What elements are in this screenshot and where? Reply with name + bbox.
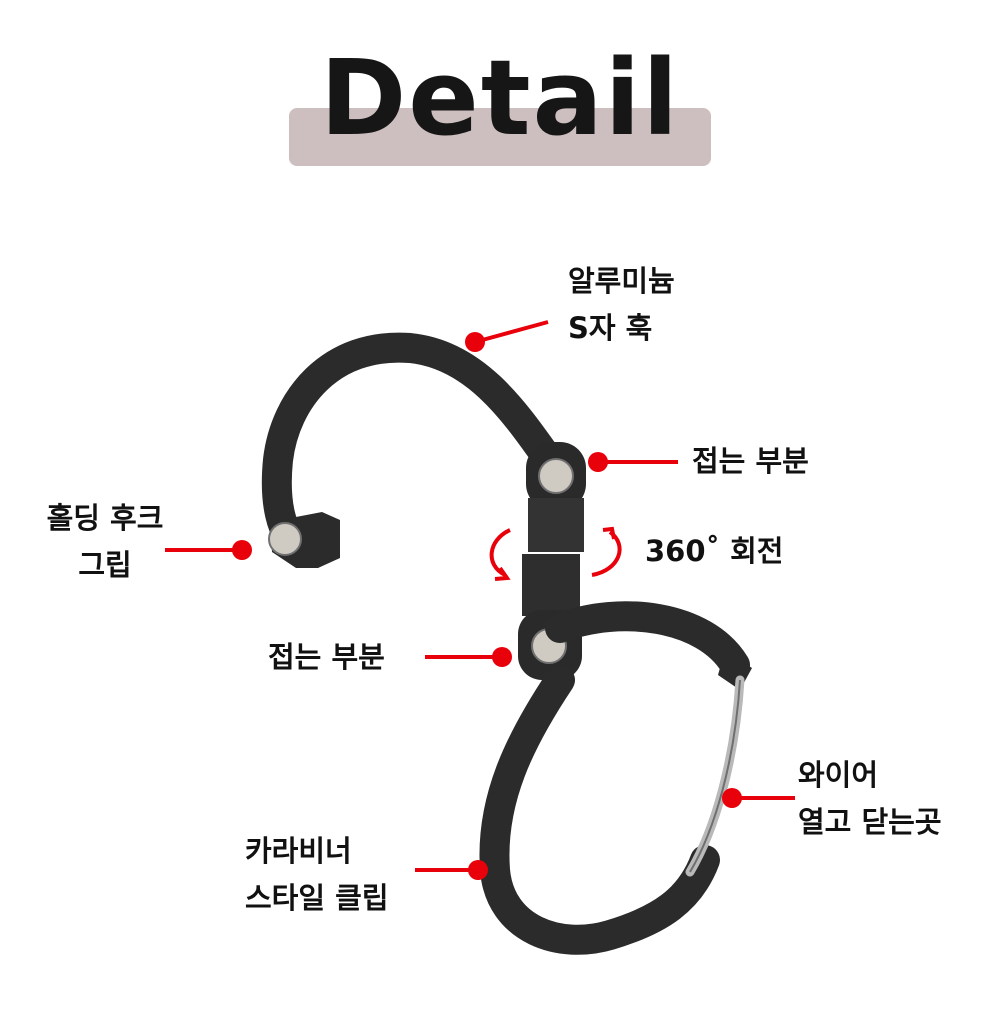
label-fold-bottom: 접는 부분: [268, 634, 385, 681]
rotate-arrow-left-icon: [489, 528, 511, 577]
pointer-dot-s-hook: [465, 332, 485, 352]
hook-upper-arc: [261, 332, 571, 563]
tip-rivet: [268, 522, 302, 556]
label-fold-bottom-line1: 접는 부분: [268, 640, 385, 674]
label-wire-line2: 열고 닫는곳: [798, 805, 942, 839]
label-fold-top-line1: 접는 부분: [692, 444, 809, 478]
rotating-shaft-bottom: [522, 554, 580, 616]
title-band: [289, 108, 711, 166]
page-title: Detail: [319, 37, 681, 159]
label-holding-line1: 홀딩 후크: [46, 501, 164, 535]
label-carabiner-line1: 카라비너: [245, 834, 352, 868]
pointer-dot-fold-top: [588, 452, 608, 472]
label-carabiner: 카라비너 스타일 클립: [245, 828, 389, 922]
wire-gate: [685, 675, 745, 877]
label-s-hook-line1: 알루미늄: [568, 264, 675, 298]
label-rotation-line1: 360˚ 회전: [645, 534, 784, 568]
pointer-dot-carabiner: [468, 860, 488, 880]
label-carabiner-line2: 스타일 클립: [245, 881, 389, 915]
label-wire-line1: 와이어: [798, 758, 879, 792]
pointer-dot-wire: [722, 788, 742, 808]
label-holding: 홀딩 후크 그립: [30, 495, 180, 589]
label-s-hook: 알루미늄 S자 훅: [568, 258, 675, 352]
pointer-dot-holding: [232, 540, 252, 560]
upper-hinge-rivet: [538, 458, 574, 494]
carabiner-loop: [479, 601, 750, 955]
pointer-line-s-hook: [474, 320, 549, 344]
label-wire: 와이어 열고 닫는곳: [798, 752, 942, 846]
label-fold-top: 접는 부분: [692, 438, 809, 485]
pointer-dot-fold-bottom: [492, 647, 512, 667]
label-s-hook-line2: S자 훅: [568, 311, 653, 345]
label-holding-line2: 그립: [78, 548, 132, 582]
label-rotation: 360˚ 회전: [645, 528, 784, 575]
rotating-shaft-top: [528, 498, 584, 552]
